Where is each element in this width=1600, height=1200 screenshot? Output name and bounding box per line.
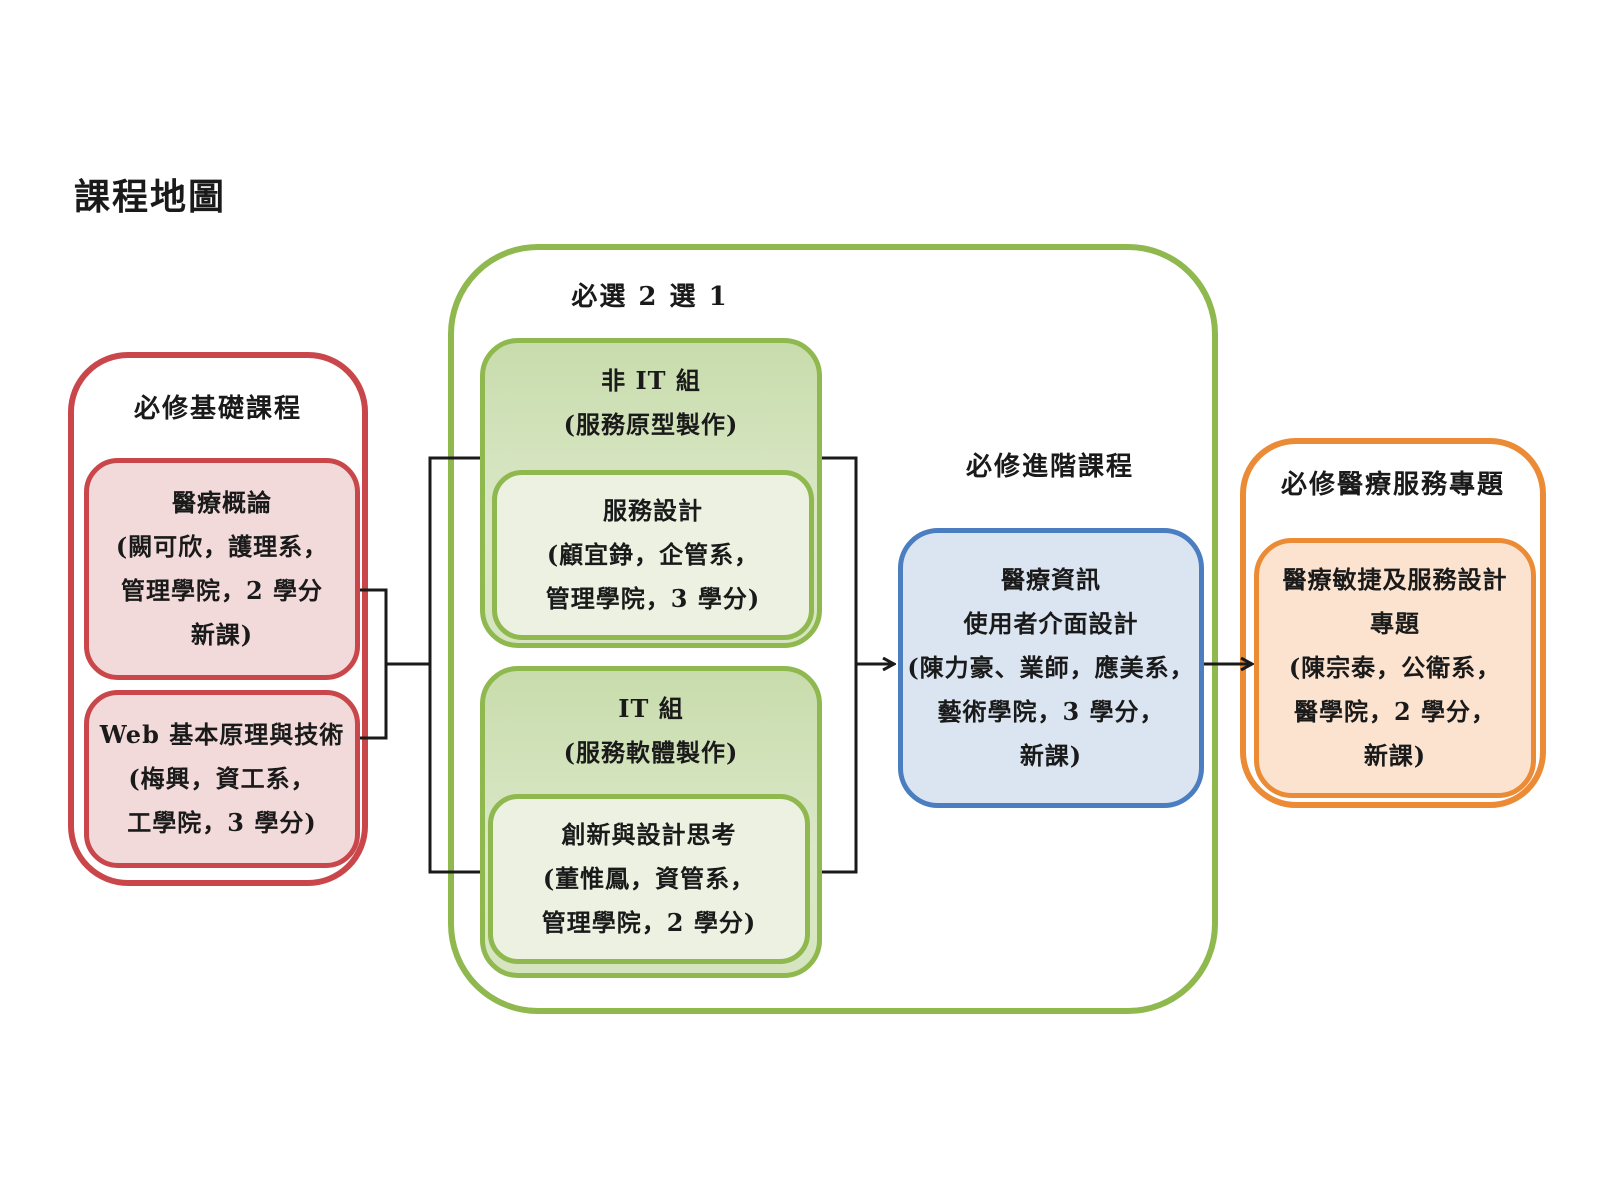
group-label-line: (服務軟體製作) [563,738,739,767]
course-line: (董惟鳳，資管系， [542,864,756,893]
course-box-service-design: 服務設計 (顧宜錚，企管系， 管理學院，3 學分) [492,470,814,640]
course-line: (顧宜錚，企管系， [546,540,760,569]
course-line: 醫療資訊 [1000,565,1101,594]
required-basic-heading: 必修基礎課程 [133,394,302,424]
page-title: 課程地圖 [74,176,227,218]
course-line: 專題 [1370,609,1420,638]
group-label-line: IT 組 [618,694,684,723]
elective-heading: 必選 2 選 1 [571,282,729,312]
course-line: 創新與設計思考 [561,820,737,849]
course-text: Web 基本原理與技術 (梅興，資工系， 工學院，3 學分) [100,713,344,845]
group-label: IT 組 (服務軟體製作) [485,687,817,775]
course-box-web-basics: Web 基本原理與技術 (梅興，資工系， 工學院，3 學分) [84,690,360,868]
course-line: 藝術學院，3 學分， [937,697,1165,726]
course-line: (闕可欣，護理系， [115,532,329,561]
course-line: 醫學院，2 學分， [1293,697,1497,726]
course-line: (陳宗泰，公衛系， [1288,653,1502,682]
course-line: 管理學院，2 學分) [541,908,757,937]
course-line: 使用者介面設計 [963,609,1139,638]
course-text: 醫療概論 (闕可欣，護理系， 管理學院，2 學分 新課) [116,481,328,657]
course-line: 服務設計 [602,496,703,525]
course-text: 創新與設計思考 (董惟鳳，資管系， 管理學院，2 學分) [542,813,756,945]
course-line: 新課) [1363,741,1427,770]
course-text: 醫療資訊 使用者介面設計 (陳力豪、業師，應美系， 藝術學院，3 學分， 新課) [907,558,1194,778]
course-line: (陳力豪、業師，應美系， [907,653,1195,682]
course-line: 工學院，3 學分) [127,808,317,837]
course-box-medical-intro: 醫療概論 (闕可欣，護理系， 管理學院，2 學分 新課) [84,458,360,680]
group-label-line: (服務原型製作) [563,410,739,439]
group-label: 非 IT 組 (服務原型製作) [485,359,817,447]
course-line: 醫療敏捷及服務設計 [1282,565,1508,594]
course-line: 管理學院，2 學分 [120,576,324,605]
course-line: 新課) [190,620,254,649]
course-box-agile-service-topic: 醫療敏捷及服務設計 專題 (陳宗泰，公衛系， 醫學院，2 學分， 新課) [1254,538,1536,798]
required-advanced-heading: 必修進階課程 [965,452,1134,482]
course-text: 醫療敏捷及服務設計 專題 (陳宗泰，公衛系， 醫學院，2 學分， 新課) [1283,558,1508,778]
course-text: 服務設計 (顧宜錚，企管系， 管理學院，3 學分) [546,489,760,621]
course-line: 新課) [1019,741,1083,770]
course-line: 管理學院，3 學分) [545,584,761,613]
course-line: (梅興，資工系， [128,764,316,793]
group-label-line: 非 IT 組 [601,366,701,395]
course-line: Web 基本原理與技術 [99,720,345,749]
course-box-medical-ui-design: 醫療資訊 使用者介面設計 (陳力豪、業師，應美系， 藝術學院，3 學分， 新課) [898,528,1204,808]
required-topic-heading: 必修醫療服務專題 [1280,470,1505,500]
course-line: 醫療概論 [171,488,272,517]
course-box-design-thinking: 創新與設計思考 (董惟鳳，資管系， 管理學院，2 學分) [488,794,810,964]
